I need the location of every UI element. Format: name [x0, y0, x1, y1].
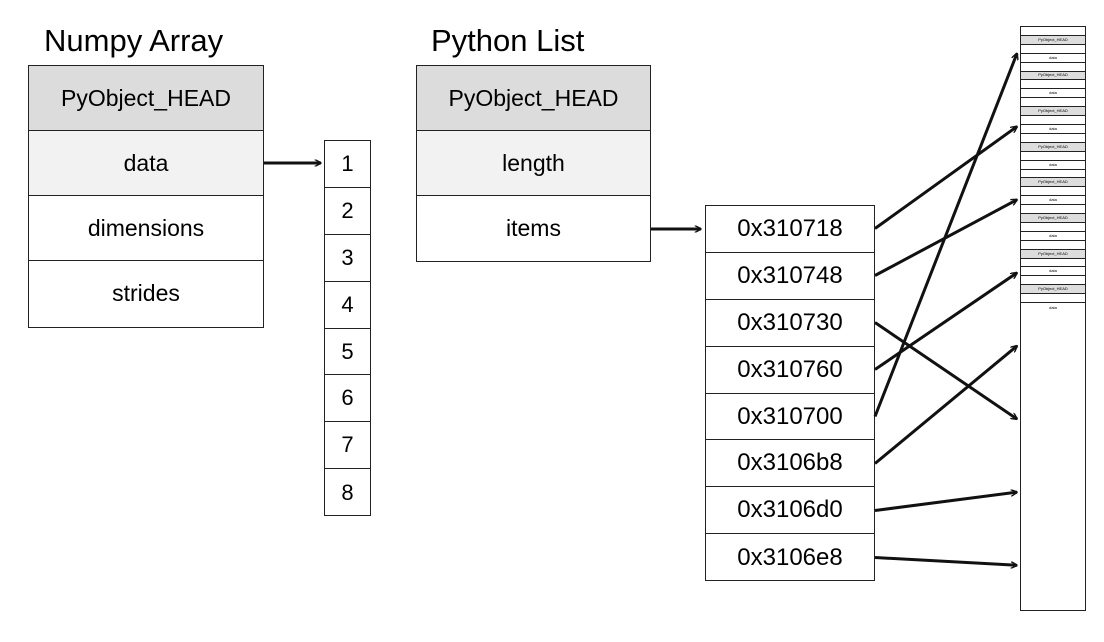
- list-field-length: length: [417, 131, 650, 196]
- object-spacer-cell: [1021, 116, 1085, 125]
- pointer-cell: 0x310718: [706, 206, 874, 253]
- object-data-cell: data: [1021, 125, 1085, 134]
- pointer-cell: 0x310760: [706, 347, 874, 394]
- pointer-array: 0x310718 0x310748 0x310730 0x310760 0x31…: [705, 205, 875, 581]
- item-pointer-arrow: [874, 273, 1017, 371]
- item-pointer-arrow: [874, 127, 1017, 230]
- numpy-field-dimensions: dimensions: [29, 196, 263, 261]
- buffer-value: 6: [325, 375, 370, 423]
- object-spacer-cell: [1021, 241, 1085, 250]
- object-data-cell: data: [1021, 267, 1085, 277]
- object-spacer-cell: [1021, 134, 1085, 143]
- object-spacer-cell: [1021, 63, 1085, 72]
- numpy-field-data: data: [29, 131, 263, 196]
- object-data-cell: data: [1021, 232, 1085, 241]
- numpy-field-pyobject-head: PyObject_HEAD: [29, 66, 263, 131]
- buffer-value: 5: [325, 329, 370, 376]
- object-head-cell: PyObject_HEAD: [1021, 214, 1085, 223]
- object-spacer-cell: [1021, 170, 1085, 179]
- object-head-cell: PyObject_HEAD: [1021, 35, 1085, 45]
- numpy-field-strides: strides: [112, 280, 180, 306]
- item-pointer-arrow: [873, 53, 1017, 418]
- item-pointer-arrow: [874, 321, 1017, 420]
- object-data-cell: data: [1049, 304, 1057, 310]
- pointer-cell: 0x3106d0: [706, 487, 874, 535]
- object-head-cell: PyObject_HEAD: [1021, 178, 1085, 188]
- object-head-cell: PyObject_HEAD: [1021, 107, 1085, 117]
- object-spacer-cell: [1021, 80, 1085, 90]
- object-data-cell: data: [1021, 196, 1085, 206]
- list-field-pyobject-head: PyObject_HEAD: [417, 66, 650, 131]
- item-pointer-arrow: [874, 492, 1017, 512]
- object-spacer-cell: [1021, 276, 1085, 286]
- python-list-struct: PyObject_HEAD length items: [416, 65, 651, 262]
- numpy-array-title: Numpy Array: [44, 23, 224, 58]
- object-spacer-cell: [1021, 294, 1085, 304]
- pointer-cell: 0x310700: [706, 394, 874, 441]
- object-head-cell: PyObject_HEAD: [1021, 249, 1085, 259]
- object-head-cell: PyObject_HEAD: [1021, 142, 1085, 152]
- buffer-value: 4: [325, 282, 370, 329]
- pointer-cell: 0x3106e8: [737, 543, 843, 571]
- item-pointer-arrow: [874, 346, 1017, 465]
- buffer-value: 8: [341, 479, 354, 505]
- object-head-cell: PyObject_HEAD: [1021, 71, 1085, 81]
- object-data-cell: data: [1021, 161, 1085, 170]
- object-spacer-cell: [1021, 98, 1085, 108]
- buffer-value: 2: [325, 188, 370, 235]
- object-data-cell: data: [1021, 54, 1085, 63]
- object-spacer-cell: [1021, 205, 1085, 215]
- pointer-cell: 0x310730: [706, 300, 874, 347]
- object-spacer-cell: [1021, 187, 1085, 197]
- buffer-value: 7: [325, 422, 370, 470]
- item-pointer-arrow: [874, 556, 1017, 566]
- object-head-cell: PyObject_HEAD: [1021, 285, 1085, 295]
- object-spacer-cell: [1021, 223, 1085, 232]
- object-data-cell: data: [1021, 89, 1085, 99]
- pointer-cell: 0x3106b8: [706, 440, 874, 488]
- object-spacer-cell: [1021, 45, 1085, 54]
- numpy-data-buffer: 1 2 3 4 5 6 7 8: [324, 140, 371, 516]
- list-field-items: items: [506, 215, 561, 241]
- object-spacer-cell: [1021, 152, 1085, 161]
- numpy-array-struct: PyObject_HEAD data dimensions strides: [28, 65, 264, 328]
- pointer-cell: 0x310748: [706, 253, 874, 300]
- object-spacer-cell: [1021, 259, 1085, 268]
- buffer-value: 3: [325, 235, 370, 282]
- object-spacer-cell: [1021, 27, 1085, 36]
- buffer-value: 1: [325, 141, 370, 188]
- python-list-title: Python List: [431, 23, 585, 58]
